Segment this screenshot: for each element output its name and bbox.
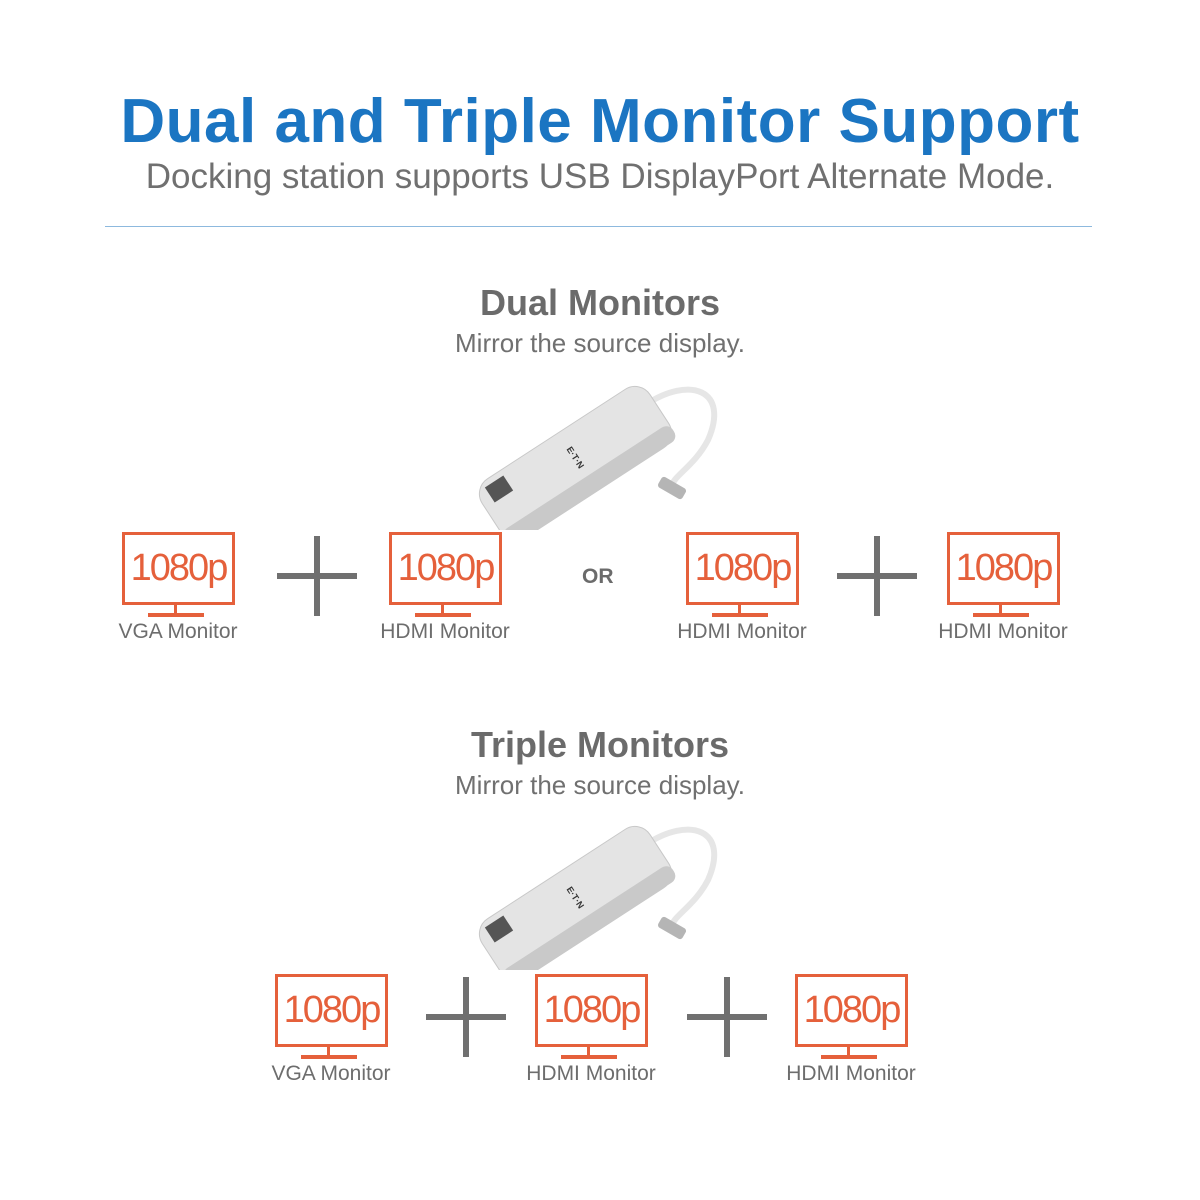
plus-icon <box>687 977 767 1057</box>
monitor-label: HDMI Monitor <box>380 620 510 643</box>
monitor-label: HDMI Monitor <box>786 1062 916 1085</box>
monitor-label: VGA Monitor <box>271 1062 391 1085</box>
plus-icon <box>837 536 917 616</box>
monitor-screen-icon: 1080p <box>535 974 648 1047</box>
page-subtitle: Docking station supports USB DisplayPort… <box>145 157 1055 196</box>
vga-monitor: 1080p VGA Monitor <box>251 974 411 1085</box>
dual-title: Dual Monitors <box>480 282 720 323</box>
hdmi-monitor: 1080p HDMI Monitor <box>511 974 671 1085</box>
plus-icon <box>426 977 506 1057</box>
monitor-screen-icon: 1080p <box>947 532 1060 605</box>
monitor-label: HDMI Monitor <box>938 620 1068 643</box>
monitor-screen-icon: 1080p <box>122 532 235 605</box>
monitor-label: HDMI Monitor <box>526 1062 656 1085</box>
vga-monitor: 1080p VGA Monitor <box>98 532 258 643</box>
monitor-screen-icon: 1080p <box>795 974 908 1047</box>
hdmi-monitor: 1080p HDMI Monitor <box>662 532 822 643</box>
monitor-screen-icon: 1080p <box>389 532 502 605</box>
monitor-label: VGA Monitor <box>118 620 238 643</box>
docking-station-image: E·T·N <box>478 825 718 970</box>
monitor-screen-icon: 1080p <box>686 532 799 605</box>
triple-subtitle: Mirror the source display. <box>455 770 745 800</box>
plus-icon <box>277 536 357 616</box>
hdmi-monitor: 1080p HDMI Monitor <box>365 532 525 643</box>
monitor-screen-icon: 1080p <box>275 974 388 1047</box>
dual-subtitle: Mirror the source display. <box>455 328 745 358</box>
monitor-label: HDMI Monitor <box>677 620 807 643</box>
hdmi-monitor: 1080p HDMI Monitor <box>771 974 931 1085</box>
hdmi-monitor: 1080p HDMI Monitor <box>923 532 1083 643</box>
triple-title: Triple Monitors <box>470 724 729 765</box>
docking-station-image: E·T·N <box>478 385 718 530</box>
or-label: OR <box>582 565 614 588</box>
divider <box>105 226 1092 227</box>
page-title: Dual and Triple Monitor Support <box>120 87 1080 156</box>
